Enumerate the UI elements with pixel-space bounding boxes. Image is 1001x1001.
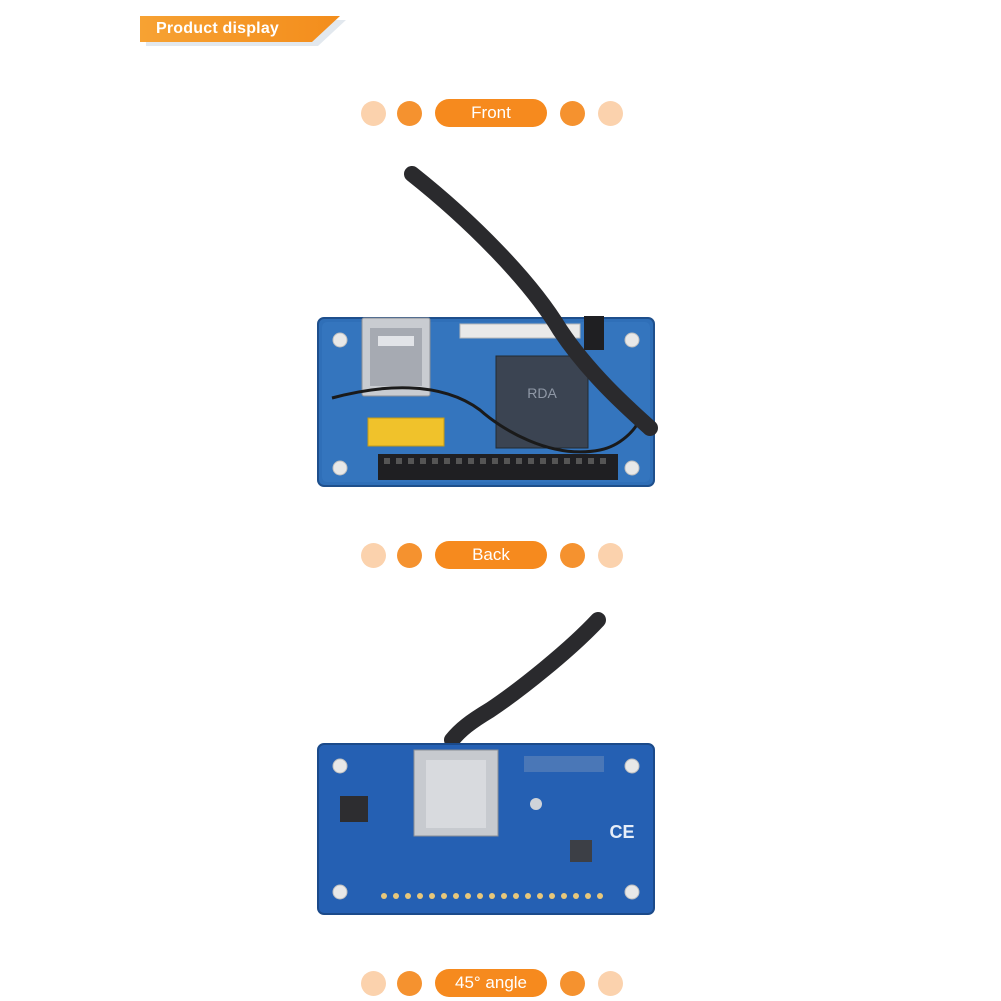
section-label-angle: 45° angle xyxy=(435,969,547,997)
decor-dot xyxy=(397,971,422,996)
decor-dot xyxy=(361,971,386,996)
section-divider-front: Front xyxy=(0,98,1001,128)
svg-text:RDA: RDA xyxy=(527,385,557,401)
decor-dot xyxy=(598,543,623,568)
section-header: Product display xyxy=(140,16,346,46)
section-label-back: Back xyxy=(435,541,547,569)
header-title: Product display xyxy=(156,20,280,37)
header-ribbon xyxy=(140,16,340,42)
board-back-image: CE xyxy=(317,612,655,915)
decor-dot xyxy=(560,101,585,126)
decor-dot xyxy=(361,101,386,126)
svg-text:CE: CE xyxy=(609,822,634,842)
decor-dot xyxy=(598,971,623,996)
decor-dot xyxy=(361,543,386,568)
decor-dot xyxy=(397,543,422,568)
section-divider-angle: 45° angle xyxy=(0,968,1001,998)
section-label-front: Front xyxy=(435,99,547,127)
decor-dot xyxy=(560,971,585,996)
section-divider-back: Back xyxy=(0,540,1001,570)
board-front-image: RDA xyxy=(317,166,658,487)
decor-dot xyxy=(560,543,585,568)
decor-dot xyxy=(397,101,422,126)
decor-dot xyxy=(598,101,623,126)
